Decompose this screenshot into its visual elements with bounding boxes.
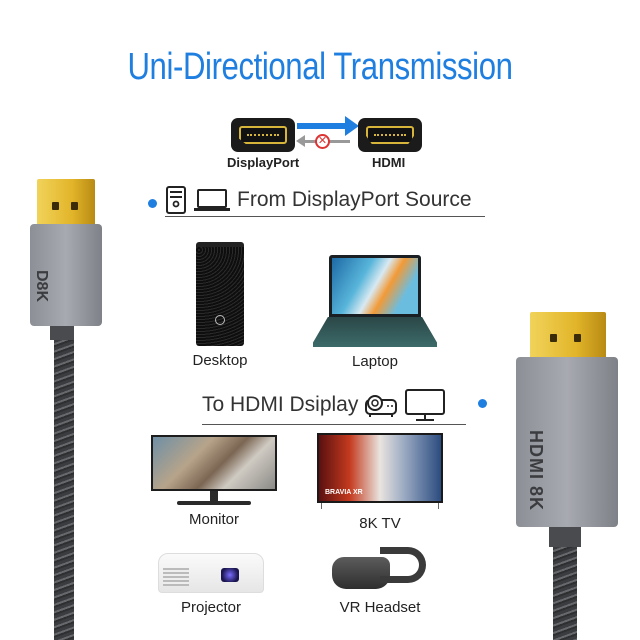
tv-brand-text: BRAVIA XR xyxy=(325,489,363,496)
displayport-plug-neck xyxy=(50,326,74,340)
source-section-header: From DisplayPort Source xyxy=(165,186,485,217)
laptop-label: Laptop xyxy=(352,353,398,370)
displayport-plug-housing xyxy=(30,224,102,326)
displayport-plug-tip xyxy=(37,179,95,226)
hdmi-plug-neck xyxy=(549,527,581,547)
desktop-image xyxy=(196,242,244,346)
display-section-header: To HDMI Dsiplay xyxy=(202,388,466,425)
hdmi-braided-cable xyxy=(553,547,577,640)
displayport-connector-icon xyxy=(231,118,295,152)
laptop-image xyxy=(329,255,421,317)
projector-label: Projector xyxy=(180,599,242,616)
tv-image: BRAVIA XR xyxy=(317,433,443,503)
hdmi-8k-marking: HDMI 8K xyxy=(526,430,546,512)
projector-icon xyxy=(365,395,398,417)
no-reverse-icon: ✕ xyxy=(315,134,330,149)
tv-device: BRAVIA XR 8K TV xyxy=(315,433,445,532)
desktop-label: Desktop xyxy=(192,352,248,369)
vr-headset-image xyxy=(330,545,430,593)
vr-headset-device: VR Headset xyxy=(325,545,435,616)
desktop-device: Desktop xyxy=(185,242,255,369)
monitor-icon xyxy=(405,389,446,421)
monitor-image xyxy=(151,435,277,491)
projector-image xyxy=(158,553,264,593)
hdmi-label: HDMI xyxy=(372,155,406,170)
tv-label: 8K TV xyxy=(359,515,401,532)
display-section-label: To HDMI Dsiplay xyxy=(202,393,359,416)
monitor-device: Monitor xyxy=(150,435,278,528)
projector-device: Projector xyxy=(156,553,266,616)
desktop-tower-icon xyxy=(166,186,186,214)
hdmi-connector-icon xyxy=(358,118,422,152)
page-title: Uni-Directional Transmission xyxy=(127,46,513,88)
displayport-label: DisplayPort xyxy=(227,155,300,170)
dp-8k-marking: D8K xyxy=(33,270,50,303)
laptop-icon xyxy=(194,189,230,211)
vr-headset-label: VR Headset xyxy=(339,599,421,616)
source-section-label: From DisplayPort Source xyxy=(237,188,472,211)
displayport-braided-cable xyxy=(54,340,74,640)
monitor-label: Monitor xyxy=(188,511,240,528)
laptop-device: Laptop xyxy=(310,255,440,370)
hdmi-plug-tip xyxy=(530,312,606,360)
bullet-dot xyxy=(148,199,157,208)
bullet-dot xyxy=(478,399,487,408)
hdmi-plug-housing xyxy=(516,357,618,527)
arrow-right-icon xyxy=(297,116,359,136)
